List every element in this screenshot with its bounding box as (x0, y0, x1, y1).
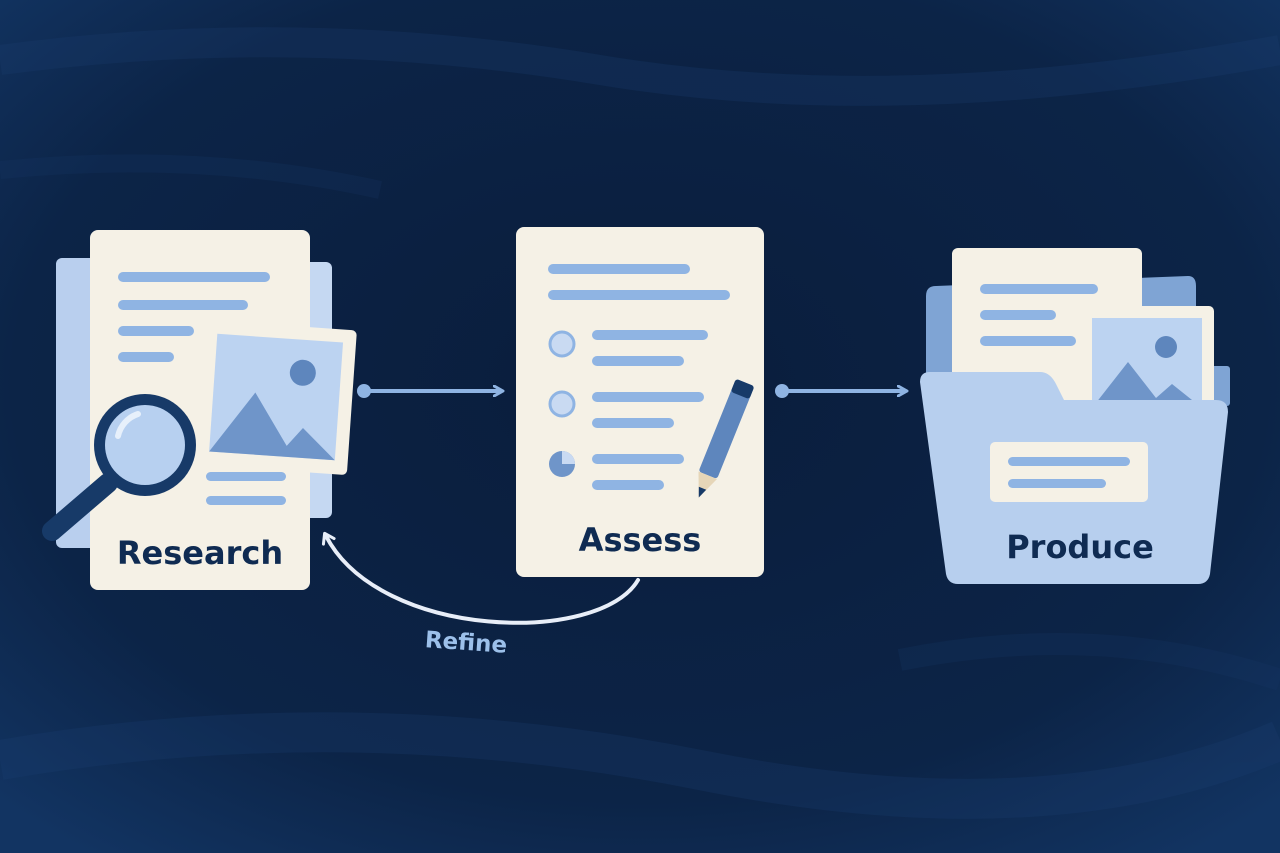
mountain-icon (209, 392, 335, 461)
research-label: Research (117, 534, 283, 572)
stage-assess: Assess (516, 227, 764, 577)
folder-label-tag (990, 442, 1148, 502)
magnifier-icon (42, 394, 196, 541)
refine-loop-arrow (321, 531, 640, 625)
sun-icon (1155, 336, 1177, 358)
arrow-assess-to-produce (775, 384, 906, 398)
checkbox-icon (548, 390, 576, 418)
assess-text-lines (548, 264, 730, 490)
stage-produce: Produce (920, 248, 1230, 584)
research-text-lines (118, 272, 286, 505)
pencil-icon (698, 379, 754, 498)
produce-text-lines (980, 284, 1098, 346)
checklist (548, 330, 576, 477)
sun-icon (289, 359, 316, 386)
checkbox-icon (548, 330, 576, 358)
image-card (195, 320, 357, 475)
refine-label: Refine (424, 627, 508, 659)
arrow-research-to-assess (357, 384, 502, 398)
mountain-icon (1092, 362, 1202, 408)
assess-label: Assess (579, 521, 702, 559)
background-texture (0, 27, 1280, 819)
stage-research: Research (42, 230, 357, 590)
produce-label: Produce (1006, 528, 1154, 566)
